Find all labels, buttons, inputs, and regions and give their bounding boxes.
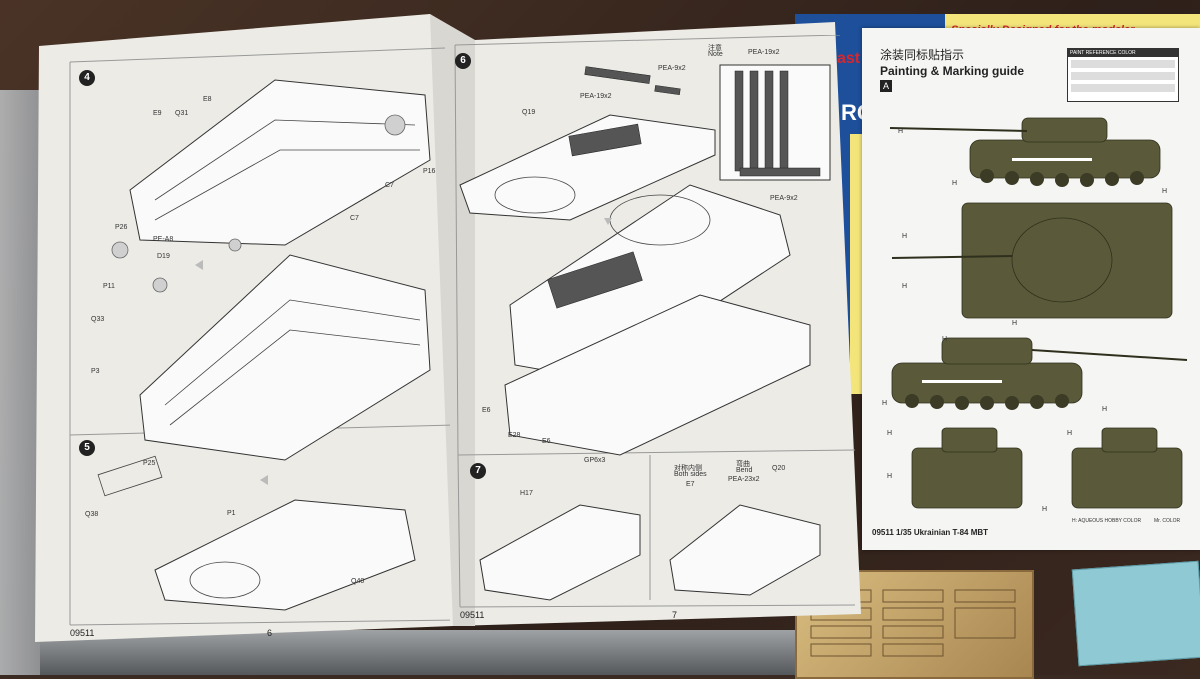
scheme-letter-badge: A <box>880 80 892 92</box>
label-q33: Q33 <box>91 316 105 323</box>
decal-sheet <box>1071 560 1200 667</box>
label-pea-9x2-a: PEA-9x2 <box>658 65 686 72</box>
brand-note-2: Mr. COLOR <box>1154 518 1181 524</box>
step-6-badge: 6 <box>455 53 471 69</box>
callout-7: H <box>942 336 948 343</box>
label-c7-a: C7 <box>385 182 394 189</box>
both-sides-en: Both sides <box>674 471 707 478</box>
callout-2: H <box>952 180 958 187</box>
label-e6-b: E6 <box>542 438 551 445</box>
left-page: 4 5 E9 Q31 E8 P16 C7 C7 P26 PE-A8 D19 P1… <box>45 40 450 640</box>
note-en: Note <box>708 51 723 58</box>
step-7-badge: 7 <box>470 463 486 479</box>
label-p1: P1 <box>227 510 236 517</box>
label-q20: Q20 <box>772 465 786 472</box>
label-p26: P26 <box>115 224 128 231</box>
label-e6-a: E6 <box>482 407 491 414</box>
label-p11: P11 <box>103 283 115 290</box>
label-q40: Q40 <box>351 578 365 585</box>
label-pea-19x2-a: PEA-19x2 <box>748 49 780 56</box>
callout-11: H <box>887 473 893 480</box>
paint-table-header: PAINT REFERENCE COLOR <box>1068 49 1178 57</box>
label-pe-a8: PE-A8 <box>153 236 174 243</box>
step-4-badge: 4 <box>79 70 95 86</box>
label-e8: E8 <box>203 96 212 103</box>
label-pea-9x2-b: PEA-9x2 <box>770 195 798 202</box>
label-p16: P16 <box>423 168 436 175</box>
label-p25: P25 <box>143 460 156 467</box>
right-footer-code: 09511 <box>460 610 485 620</box>
brand-note: H: AQUEOUS HOBBY COLOR <box>1072 518 1142 524</box>
bend-cn: 弯曲 <box>736 461 750 468</box>
label-e9: E9 <box>153 110 162 117</box>
callout-5: H <box>902 283 908 290</box>
box-side-text-a: ast <box>837 50 861 67</box>
label-pea-19x2-b: PEA-19x2 <box>580 93 612 100</box>
note-cn: 注意 <box>708 45 722 52</box>
callout-13: H <box>1042 506 1048 513</box>
bottom-sprue-bag <box>40 630 800 675</box>
left-footer-code: 09511 <box>70 628 95 638</box>
callout-8: H <box>882 400 888 407</box>
guide-title-cn: 涂装同标贴指示 <box>880 48 965 62</box>
label-d19: D19 <box>157 253 170 260</box>
callout-3: H <box>1162 188 1168 195</box>
bend-en: Bend <box>736 467 753 474</box>
left-page-number: 6 <box>267 628 273 638</box>
callout-1: H <box>898 128 904 135</box>
guide-title-en: Painting & Marking guide <box>880 64 1025 78</box>
callout-9: H <box>1102 406 1108 413</box>
label-c7-b: C7 <box>350 215 359 222</box>
step-5-badge: 5 <box>79 440 95 456</box>
painting-guide-sheet: 涂装同标贴指示 Painting & Marking guide A PAINT… <box>862 28 1200 550</box>
callout-4: H <box>902 233 908 240</box>
label-p3: P3 <box>91 368 100 375</box>
paint-reference-table: PAINT REFERENCE COLOR <box>1067 48 1179 102</box>
callout-6: H <box>1012 320 1018 327</box>
callout-12: H <box>1067 430 1073 437</box>
both-sides-cn: 对称内侧 <box>674 465 702 472</box>
right-page-number: 7 <box>672 610 678 620</box>
label-q19: Q19 <box>522 109 536 116</box>
callout-10: H <box>887 430 893 437</box>
label-gp6x3: GP6x3 <box>584 457 606 464</box>
label-e28: E28 <box>508 432 521 439</box>
label-e7: E7 <box>686 481 695 488</box>
label-q31: Q31 <box>175 110 189 117</box>
label-h17: H17 <box>520 490 533 497</box>
guide-footer: 09511 1/35 Ukrainian T-84 MBT <box>872 528 989 537</box>
label-q38: Q38 <box>85 511 99 518</box>
right-page: 6 7 注意 Note PEA-19x2 PEA-9x2 PEA-19x2 Q1… <box>450 35 855 625</box>
label-pea-23x2: PEA-23x2 <box>728 476 760 483</box>
